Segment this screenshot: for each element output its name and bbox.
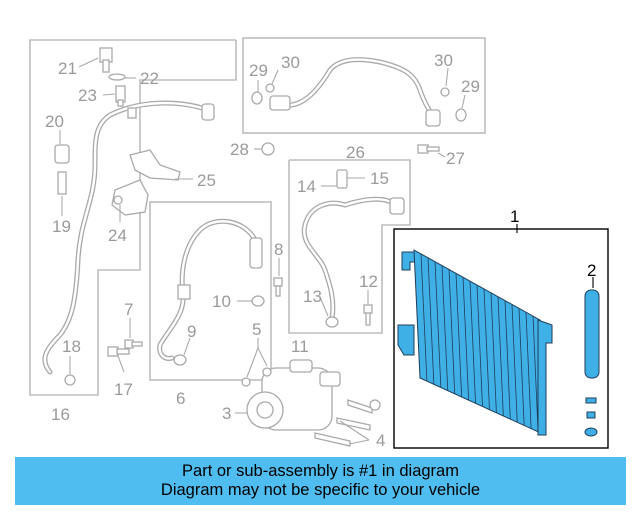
callout-29-right: 29 [461, 77, 480, 96]
condenser-fin [518, 308, 525, 426]
parts-diagram: 1 2 3 4 5 6 7 8 9 10 11 12 13 14 15 16 1… [29, 37, 609, 450]
callout-27: 27 [446, 149, 465, 168]
callout-30-right: 30 [434, 51, 453, 70]
bolt-7 [124, 339, 143, 349]
condenser-fin [476, 284, 483, 407]
callout-11: 11 [291, 337, 309, 356]
leader-lines [59, 57, 594, 445]
condenser-fin [420, 253, 428, 382]
condenser-fin [483, 288, 490, 410]
bolt-5-right [262, 367, 272, 377]
o-ring-29-left [251, 91, 263, 105]
o-ring-10 [251, 295, 265, 307]
condenser-fin [490, 292, 497, 413]
o-ring-30-left [265, 83, 275, 93]
group-6-frame [149, 201, 272, 381]
callout-18: 18 [62, 337, 81, 356]
callout-4: 4 [376, 431, 385, 450]
o-ring-18 [64, 374, 76, 386]
bolt-27 [417, 144, 440, 154]
condenser-fin [441, 265, 449, 391]
callout-14: 14 [297, 177, 316, 196]
condenser-fin [469, 281, 476, 404]
condenser-fin [532, 316, 539, 432]
group-11-frame [288, 159, 411, 334]
callout-2: 2 [587, 261, 596, 280]
callout-30-left: 30 [281, 53, 300, 72]
o-ring-29-right [455, 108, 467, 122]
callout-7: 7 [124, 300, 133, 319]
callout-8: 8 [274, 240, 283, 259]
callout-25: 25 [197, 171, 216, 190]
callout-3: 3 [222, 404, 231, 423]
condenser-fin [427, 257, 435, 385]
callout-12: 12 [359, 272, 378, 291]
condenser-fin [497, 296, 504, 417]
callout-labels: 1 2 3 4 5 6 7 8 9 10 11 12 13 14 15 16 1… [45, 51, 596, 450]
callout-26: 26 [346, 143, 365, 162]
group-16-frame [29, 39, 237, 396]
hose-6 [157, 218, 263, 361]
callout-22: 22 [140, 69, 159, 88]
o-ring-30-right [440, 87, 450, 97]
condenser-fin [504, 300, 511, 420]
clamp-25 [129, 149, 181, 181]
condenser-fin [511, 304, 518, 423]
callout-6: 6 [176, 389, 185, 408]
hose-assembly-26 [269, 57, 441, 127]
callout-9: 9 [187, 322, 196, 341]
bolt-5-left [241, 377, 251, 387]
callout-16: 16 [51, 405, 70, 424]
callout-13: 13 [303, 287, 322, 306]
callout-23: 23 [78, 86, 97, 105]
bracket-24 [111, 179, 149, 216]
bolt-8 [273, 277, 283, 297]
bolt-17 [107, 346, 130, 357]
callout-10: 10 [212, 292, 231, 311]
callout-21: 21 [58, 59, 77, 78]
callout-28: 28 [230, 140, 249, 159]
condenser-fin [455, 273, 463, 398]
callout-20: 20 [45, 112, 64, 131]
callout-1: 1 [510, 207, 519, 226]
info-banner: Part or sub-assembly is #1 in diagram Di… [15, 457, 626, 505]
o-ring-22 [108, 73, 126, 81]
nut-28 [261, 142, 275, 156]
valve-core-19 [57, 171, 67, 195]
condenser-1 [397, 249, 553, 436]
callout-24: 24 [108, 226, 127, 245]
banner-line-1: Part or sub-assembly is #1 in diagram [182, 462, 459, 480]
o-ring-13 [325, 316, 339, 328]
condenser-fin [525, 312, 532, 429]
bolt-12 [363, 304, 373, 326]
compressor-3 [246, 359, 341, 431]
pipe-11 [301, 169, 405, 321]
pressure-sensor-21 [99, 47, 113, 73]
callout-15: 15 [370, 169, 389, 188]
group-1-frame [393, 228, 609, 449]
callout-5: 5 [252, 320, 261, 339]
condenser-fin [448, 269, 456, 394]
group-26-frame [242, 37, 486, 134]
pipe-assembly-16 [42, 100, 215, 375]
condenser-fin [434, 261, 442, 388]
valve-core-23 [115, 85, 126, 107]
condenser-fin [462, 277, 470, 401]
bolts-4 [314, 399, 381, 447]
callout-19: 19 [52, 217, 71, 236]
cap-20 [54, 144, 70, 164]
banner-line-2: Diagram may not be specific to your vehi… [160, 481, 481, 499]
o-ring-9 [173, 354, 187, 366]
receiver-dryer-2 [584, 289, 600, 437]
callout-29-left: 29 [249, 61, 268, 80]
callout-17: 17 [114, 380, 133, 399]
